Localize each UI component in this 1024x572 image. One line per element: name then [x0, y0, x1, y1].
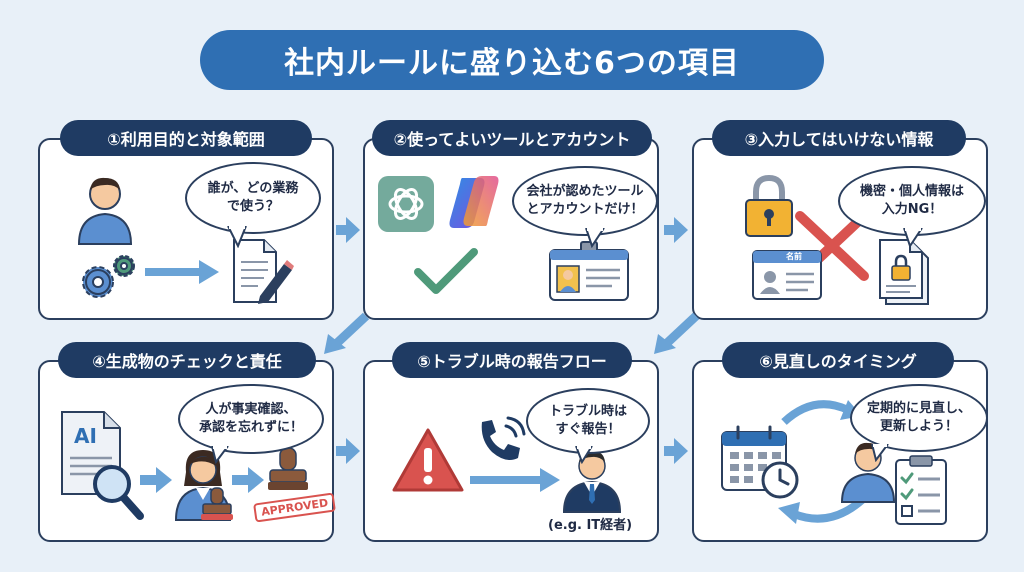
copilot-icon — [449, 176, 499, 228]
id-card-label: 名前 — [786, 252, 802, 261]
card-header-prohibited-input: ③入力してはいけない情報 — [712, 120, 966, 156]
person-icon — [77, 177, 133, 245]
flow-arrow-5-6 — [664, 438, 688, 464]
ai-document-label: AI — [74, 424, 97, 448]
bubble-tail — [903, 228, 923, 248]
cycle-arrow-bottom-icon — [778, 496, 865, 524]
bubble-tail — [211, 446, 229, 464]
arrow-right-icon — [232, 467, 264, 493]
checkmark-icon — [414, 248, 478, 294]
chatgpt-icon — [378, 176, 434, 232]
arrow-right-icon — [145, 260, 219, 284]
card-header-usage-scope: ①利用目的と対象範囲 — [60, 120, 312, 156]
arrow-right-icon — [140, 467, 172, 493]
flow-arrow-3-5 — [654, 312, 700, 354]
stamp-icon — [268, 447, 308, 490]
bubble-tail — [585, 228, 605, 248]
flow-arrow-4-5 — [336, 438, 360, 464]
flow-arrow-1-2 — [336, 217, 360, 243]
flow-arrow-3-4 — [324, 312, 370, 354]
speech-bubble-output-review: 人が事実確認、承認を忘れずに！ — [178, 384, 324, 454]
phone-icon — [481, 416, 526, 460]
businessman-icon — [562, 450, 622, 513]
gears-icon — [82, 255, 135, 298]
magnifier-icon — [93, 465, 144, 520]
flow-arrow-2-3 — [664, 217, 688, 243]
checklist-icon — [895, 455, 947, 525]
contact-caption: (e.g. IT経者) — [548, 518, 633, 533]
speech-bubble-prohibited-input: 機密・個人情報は入力NG！ — [838, 166, 986, 236]
calendar-icon — [721, 425, 799, 499]
locked-document-icon — [879, 239, 929, 305]
lock-icon — [745, 174, 793, 237]
speech-bubble-approved-tools: 会社が認めたツールとアカウントだけ！ — [512, 166, 658, 236]
speech-bubble-review-timing: 定期的に見直し、更新しよう！ — [850, 384, 988, 452]
woman-icon — [174, 450, 232, 521]
card-header-incident-reporting: ⑤トラブル時の報告フロー — [392, 342, 632, 378]
speech-bubble-incident-reporting: トラブル時はすぐ報告！ — [526, 388, 650, 454]
arrow-right-icon — [470, 468, 560, 492]
card-header-review-timing: ⑥見直しのタイミング — [722, 342, 954, 378]
id-badge-icon — [549, 241, 629, 301]
id-card-icon — [752, 250, 822, 300]
bubble-tail — [227, 226, 247, 248]
bubble-tail — [575, 446, 593, 464]
warning-icon — [392, 428, 464, 492]
bubble-tail — [871, 444, 889, 462]
document-pencil-icon — [233, 239, 294, 304]
card-header-approved-tools: ②使ってよいツールとアカウント — [372, 120, 652, 156]
speech-bubble-usage-scope: 誰が、どの業務で使う？ — [185, 162, 321, 234]
small-stamp-icon — [201, 487, 233, 520]
page-title: 社内ルールに盛り込む6つの項目 — [200, 30, 824, 90]
card-header-output-review: ④生成物のチェックと責任 — [58, 342, 316, 378]
